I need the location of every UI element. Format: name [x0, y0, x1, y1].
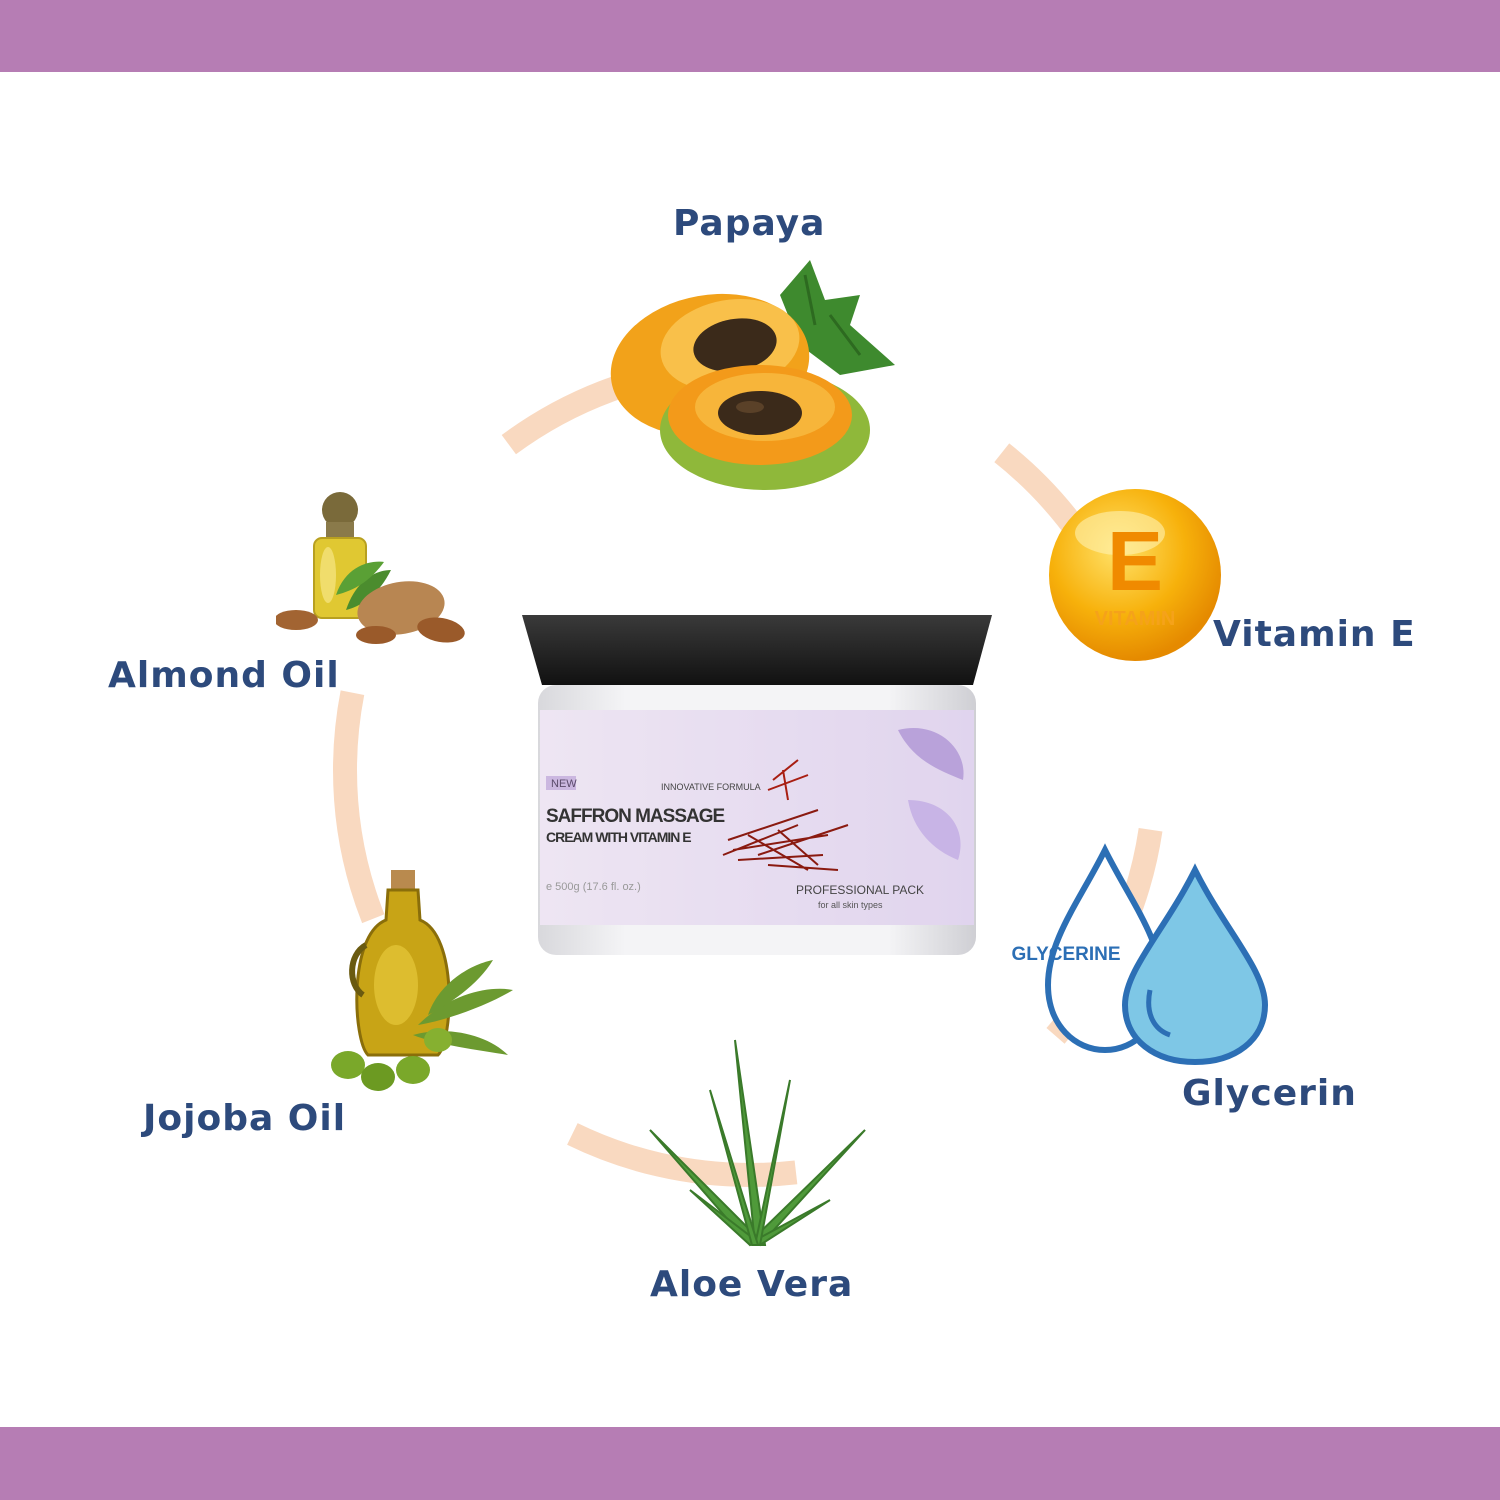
product-name-line1: SAFFRON MASSAGE [546, 806, 725, 827]
product-tagline: INNOVATIVE FORMULA [661, 782, 761, 792]
glycerin-label: Glycerin [1182, 1073, 1357, 1114]
product-jar: NEW INNOVATIVE FORMULA SAFFRON MASSAGE C… [522, 615, 992, 955]
vitamin-e-capsule-icon: E VITAMIN [1049, 489, 1221, 661]
aloe-vera-label: Aloe Vera [650, 1264, 854, 1305]
vitamin-letter: E [1107, 514, 1163, 608]
product-pack: PROFESSIONAL PACK [796, 883, 924, 897]
aloe-plant-icon [649, 1039, 866, 1247]
new-badge-bg [546, 776, 576, 790]
new-badge: NEW [551, 778, 577, 790]
vitamin-word: VITAMIN [1095, 608, 1176, 630]
water-drops-icon: GLYCERINE [1011, 843, 1269, 1066]
top-band [0, 0, 1500, 72]
glycerine-badge: GLYCERINE [1011, 944, 1120, 965]
jojoba-oil-label: Jojoba Oil [143, 1098, 347, 1139]
bottom-band [0, 1427, 1500, 1500]
oil-bottle-with-almonds-icon [276, 492, 465, 644]
almond-oil-label: Almond Oil [108, 655, 340, 696]
product-pack-sub: for all skin types [818, 900, 883, 910]
product-weight: e 500g (17.6 fl. oz.) [546, 881, 641, 893]
vitamin-e-label: Vitamin E [1213, 614, 1416, 655]
oil-jug-with-olives-icon [331, 870, 513, 1091]
product-name-line2: CREAM WITH VITAMIN E [546, 829, 691, 845]
papaya-icon [610, 260, 895, 490]
papaya-label: Papaya [673, 203, 826, 244]
